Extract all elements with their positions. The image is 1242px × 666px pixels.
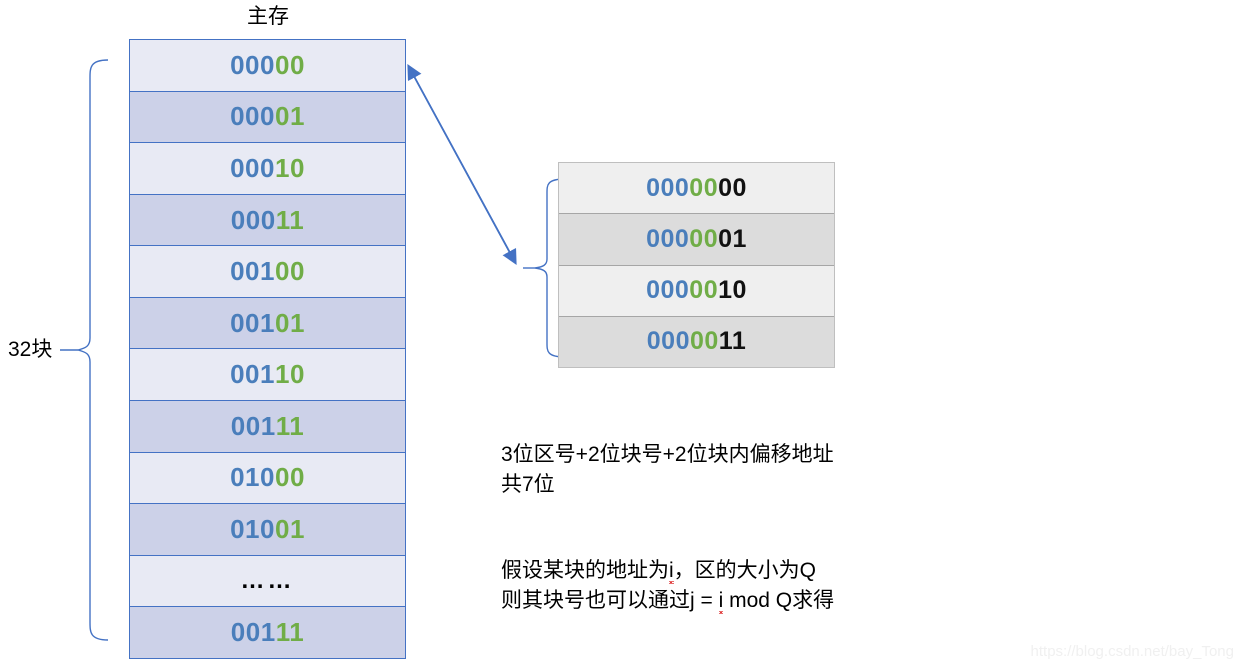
zone-bits: 000 xyxy=(646,327,690,356)
note-address-format-line1: 3位区号+2位块号+2位块内偏移地址 xyxy=(501,443,834,466)
zone-bits: 010 xyxy=(230,513,275,544)
block-bits: 11 xyxy=(275,410,305,441)
block-bits: 10 xyxy=(274,359,305,390)
formula-line2-pre: 则其块号也可以通过j = xyxy=(501,589,719,612)
block-bits: 01 xyxy=(274,307,305,338)
block-bits: 01 xyxy=(274,101,305,132)
zone-bits: 000 xyxy=(230,101,275,132)
zone-bits: 001 xyxy=(230,617,276,648)
block-bits: 00 xyxy=(274,49,305,80)
block-bits: 11 xyxy=(275,617,305,648)
block-bits: 00 xyxy=(689,173,719,202)
block-bits: 00 xyxy=(274,256,305,287)
offset-bits: 00 xyxy=(718,173,747,202)
offset-bits: 01 xyxy=(718,224,747,253)
zone-bits: 001 xyxy=(230,307,275,338)
formula-line1-variable: i xyxy=(669,559,674,582)
zone-bits: 010 xyxy=(230,462,275,493)
block-bits: 11 xyxy=(275,204,305,235)
zone-bits: 001 xyxy=(230,410,276,441)
formula-line1-post: ，区的大小为Q xyxy=(673,559,817,582)
note-address-format: 3位区号+2位块号+2位块内偏移地址 共7位 xyxy=(501,440,834,500)
watermark: https://blog.csdn.net/bay_Tong xyxy=(1030,643,1234,660)
formula-line1-pre: 假设某块的地址为 xyxy=(501,559,669,582)
block-bits: 00 xyxy=(689,327,719,356)
main-memory-row-ellipsis: …… xyxy=(130,555,405,608)
block-bits: 00 xyxy=(689,276,719,305)
zone-bits: 000 xyxy=(230,49,275,80)
note-address-format-line2: 共7位 xyxy=(501,473,555,496)
formula-line2-post: mod Q求得 xyxy=(723,589,835,612)
offset-bits: 11 xyxy=(718,327,747,356)
block-count-label: 32块 xyxy=(8,338,53,361)
offset-bits: 10 xyxy=(718,276,747,305)
block-bits: 00 xyxy=(274,462,305,493)
note-block-formula-line1: 假设某块的地址为i，区的大小为Q xyxy=(501,556,834,586)
memory-to-block-connector-arrow xyxy=(407,64,517,265)
zone-bits: 001 xyxy=(230,256,275,287)
main-memory-title: 主存 xyxy=(247,5,289,28)
block-bits: 00 xyxy=(689,224,719,253)
formula-line2-variable: i xyxy=(718,589,724,612)
zone-bits: 000 xyxy=(646,173,690,202)
zone-bits: 000 xyxy=(646,224,690,253)
note-block-formula-line2: 则其块号也可以通过j = i mod Q求得 xyxy=(501,586,834,616)
right-brace-block-group xyxy=(523,178,565,358)
note-block-formula: 假设某块的地址为i，区的大小为Q 则其块号也可以通过j = i mod Q求得 xyxy=(501,556,834,616)
left-brace-32-blocks xyxy=(60,59,108,641)
block-bits: 10 xyxy=(274,152,305,183)
zone-bits: 000 xyxy=(230,204,276,235)
zone-bits: 001 xyxy=(230,359,275,390)
block-bits: 01 xyxy=(274,513,305,544)
zone-bits: 000 xyxy=(230,152,275,183)
zone-bits: 000 xyxy=(646,276,690,305)
